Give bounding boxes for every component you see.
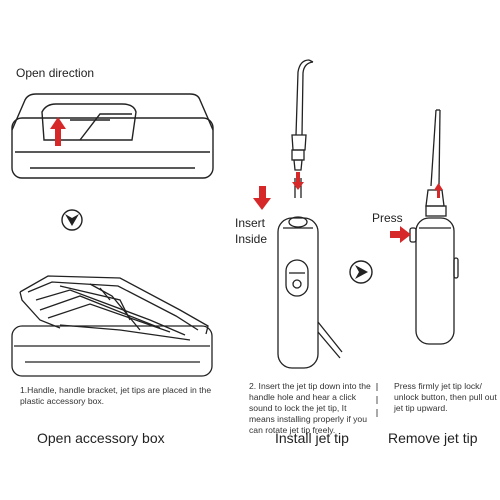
- step-3-description: Press firmly jet tip lock/ unlock button…: [394, 381, 497, 413]
- step-2-description: 2. Insert the jet tip down into the hand…: [249, 381, 371, 435]
- step-1-description: 1.Handle, handle bracket, jet tips are p…: [20, 385, 212, 406]
- remove-jet-tip-illustration: [409, 109, 459, 345]
- open-accessory-box: [11, 275, 213, 377]
- caption-remove-jet-tip: Remove jet tip: [388, 430, 478, 446]
- caption-open-accessory-box: Open accessory box: [37, 430, 165, 446]
- right-chevron-icon: [349, 260, 373, 284]
- up-arrow-icon: [434, 183, 443, 198]
- open-direction-label: Open direction: [16, 66, 95, 80]
- caption-install-jet-tip: Install jet tip: [275, 430, 349, 446]
- inside-label: Inside: [235, 232, 268, 246]
- up-arrow-icon: [50, 117, 66, 146]
- insert-inside-label: Insert Inside: [235, 215, 267, 247]
- down-arrow-icon: [292, 172, 304, 190]
- insert-label: Insert: [235, 216, 266, 230]
- install-jet-tip-illustration: [277, 59, 343, 369]
- right-arrow-icon: [390, 226, 411, 243]
- down-chevron-icon: [61, 209, 83, 231]
- press-label: Press: [372, 211, 403, 225]
- down-arrow-icon: [253, 186, 271, 210]
- closed-accessory-box: [11, 93, 214, 179]
